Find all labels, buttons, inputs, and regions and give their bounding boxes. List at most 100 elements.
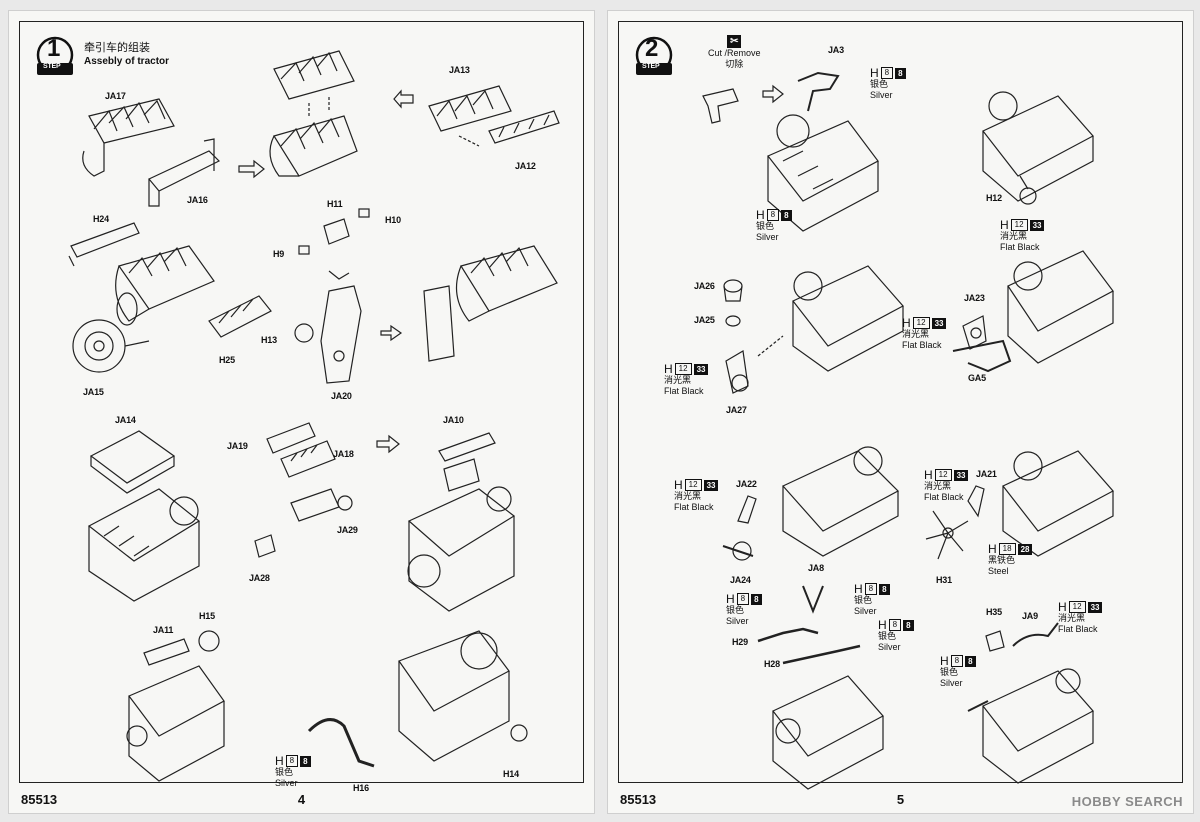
part-ja22-ja24 [722,495,757,561]
part-ja13-ja12 [428,85,560,147]
paint-prefix: H [664,361,673,376]
paint-name-en: Silver [940,678,963,688]
engine-block-assembled-1 [269,50,358,177]
part-label-h28: H28 [764,659,780,669]
paint-name-cn: 消光黑 [1000,231,1028,241]
paint-name-cn: 银色 [940,667,959,677]
engine-block-7 [307,630,528,768]
engine-block-7r [772,675,884,790]
part-ja19-ja18 [266,422,336,478]
page-number: 4 [297,792,306,807]
engine-block-8r [967,668,1094,784]
part-ja8-h29-h28 [757,585,861,665]
cut-icon: ✂ [727,35,742,48]
paint-fill-code: 8 [965,655,976,667]
paint-name-en: Flat Black [902,340,942,350]
paint-name-en: Flat Black [924,492,964,502]
part-label-h15: H15 [199,611,215,621]
part-label-ja27: JA27 [726,405,747,415]
paint-box-code: 12 [674,363,692,375]
paint-fill-code: 8 [300,755,311,767]
paint-box-code: 8 [285,755,299,767]
paint-name-en: Silver [870,90,893,100]
catalog-code: 85513 [21,792,58,807]
paint-fill-code: 8 [903,619,914,631]
part-label-ja24: JA24 [730,575,751,585]
paint-fill-code: 8 [879,583,890,595]
paint-box-code: 18 [998,543,1016,555]
engine-block-ja3 [767,71,879,232]
assembly-arrow [380,324,403,342]
paint-box-code: 8 [880,67,894,79]
paint-box-code: 8 [736,593,750,605]
paint-prefix: H [1058,599,1067,614]
paint-box-code: 12 [912,317,930,329]
paint-name-cn: 消光黑 [674,491,702,501]
part-label-ja11: JA11 [153,625,174,635]
paint-box-code: 8 [864,583,878,595]
part-label-h29: H29 [732,637,748,647]
step-2-assembly-diagram [702,71,1114,790]
step-1-label: STEP [43,63,61,70]
part-label-ja26: JA26 [694,281,715,291]
paint-box-code: 8 [766,209,780,221]
paint-name-cn: 消光黑 [924,481,952,491]
paint-name-en: Silver [878,642,901,652]
cut-part-sprue [702,88,739,124]
watermark: HOBBY SEARCH [1071,794,1183,809]
part-h24-rail [68,222,140,267]
paint-fill-code: 33 [1087,601,1103,613]
part-ja21-h31-fan [925,485,985,560]
paint-name-cn: 消光黑 [1058,613,1086,623]
paint-name-en: Flat Black [1000,242,1040,252]
part-label-ja10: JA10 [443,415,464,425]
part-label-ja14: JA14 [115,415,136,425]
paint-fill-code: 8 [895,67,906,79]
paint-prefix: H [988,541,997,556]
part-ja14-oil-pan [89,430,176,494]
step-1-assembly-diagram [68,50,560,782]
paint-fill-code: 33 [1029,219,1045,231]
part-label-ja18: JA18 [333,449,354,459]
part-label-ja15: JA15 [83,387,104,397]
paint-name-cn: 银色 [275,767,294,777]
engine-block-3r [792,265,904,372]
paint-fill-code: 33 [953,469,969,481]
part-label-h25: H25 [219,355,235,365]
instruction-page-4: 1 STEP 牵引车的组装 Assebly of tractor [8,10,595,814]
step-1-title-en: Assebly of tractor [84,56,170,67]
paint-name-cn: 消光黑 [902,329,930,339]
part-label-h14: H14 [503,769,519,779]
part-h25-manifold [208,295,272,338]
part-h35-ja9 [985,622,1059,652]
part-label-ga5: GA5 [968,373,986,383]
engine-block-6r [1002,450,1114,557]
part-label-ja13: JA13 [449,65,470,75]
part-label-h24: H24 [93,214,109,224]
part-label-h12: H12 [986,193,1002,203]
paint-name-cn: 银色 [870,79,889,89]
step-1-title: 牵引车的组装 Assebly of tractor [84,41,169,69]
part-label-ja23: JA23 [964,293,985,303]
part-label-h16: H16 [353,783,369,793]
part-label-ja19: JA19 [227,441,248,451]
paint-prefix: H [854,581,863,596]
engine-block-5 [407,432,516,612]
part-label-ja9: JA9 [1022,611,1038,621]
paint-name-en: Silver [756,232,779,242]
page-number: 5 [896,792,905,807]
part-ja29-ja28 [254,488,353,558]
part-ja26-ja25-ja27 [723,279,784,394]
paint-name-cn: 消光黑 [664,375,692,385]
paint-name-en: Silver [854,606,877,616]
step-1-title-cn: 牵引车的组装 [84,42,150,54]
